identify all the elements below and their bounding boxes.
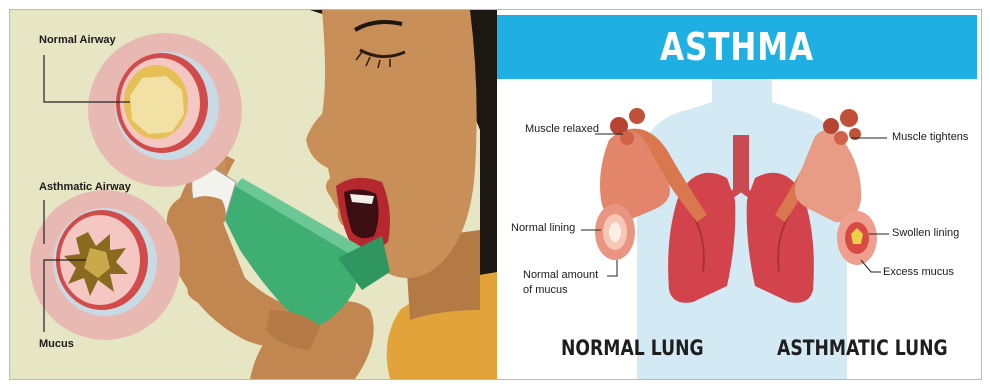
normal-airway-label: Normal Airway (39, 34, 116, 47)
figure-frame: Normal Airway Asthmatic Airway Mucus AST… (9, 9, 982, 380)
swollen-lining-label: Swollen lining (892, 227, 959, 240)
inhaler-illustration-panel: Normal Airway Asthmatic Airway Mucus (10, 10, 497, 379)
inhaler-illustration (10, 10, 497, 379)
lungs-diagram (497, 10, 981, 379)
asthma-infographic-panel: ASTHMA (497, 10, 981, 379)
excess-mucus-label: Excess mucus (883, 266, 954, 279)
normal-amount-label-line1: Normal amount (523, 269, 598, 282)
normal-lining-label: Normal lining (511, 222, 575, 235)
muscle-tightens-label: Muscle tightens (892, 131, 968, 144)
asthmatic-airway-label: Asthmatic Airway (39, 181, 131, 194)
normal-amount-label-line2: of mucus (523, 284, 568, 297)
muscle-relaxed-label: Muscle relaxed (525, 123, 599, 136)
mucus-label: Mucus (39, 338, 74, 351)
asthmatic-lung-label: ASTHMATIC LUNG (777, 336, 948, 360)
normal-lung-label: NORMAL LUNG (561, 336, 704, 360)
